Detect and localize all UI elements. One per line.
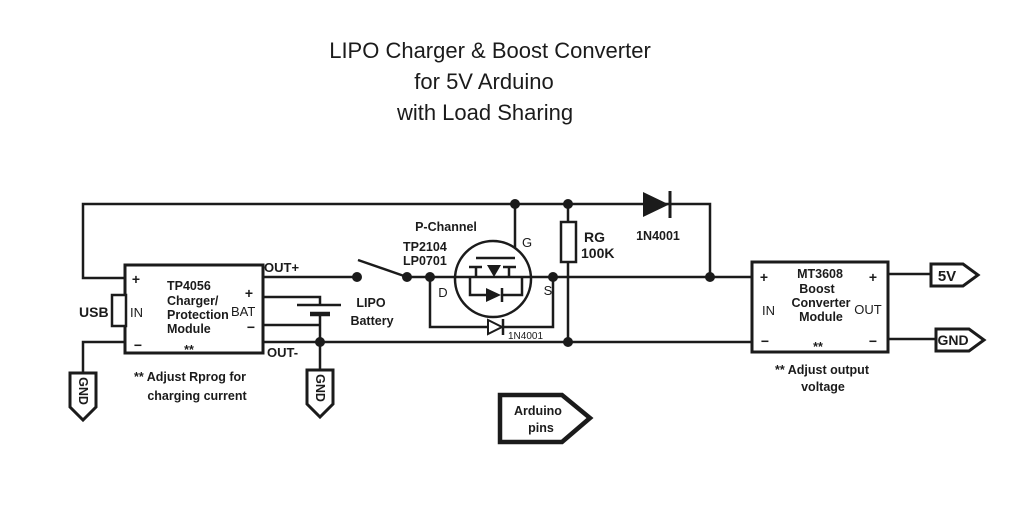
- boost-note1: ** Adjust output: [775, 363, 870, 377]
- junction-dot: [425, 272, 435, 282]
- junction-dot: [315, 337, 325, 347]
- switch-contact-left: [352, 272, 362, 282]
- boost-in-plus: +: [760, 269, 768, 285]
- battery-symbol: [297, 303, 341, 317]
- charger-in-label: IN: [130, 305, 143, 320]
- gnd-flag-right-label: GND: [937, 332, 968, 348]
- mosfet-body-diode: [486, 288, 501, 302]
- boost-desc3: Module: [799, 310, 843, 324]
- battery-label: LIPO Battery: [350, 296, 393, 328]
- charger-module: USB + IN − TP4056 Charger/ Protection Mo…: [79, 260, 299, 403]
- boost-desc1: Boost: [799, 282, 835, 296]
- boost-out-label: OUT: [854, 302, 882, 317]
- mosfet-drain-label: D: [438, 285, 447, 300]
- gnd-flag-right: [934, 327, 987, 353]
- usb-label: USB: [79, 304, 109, 320]
- boost-module: + IN − MT3608 Boost Converter Module OUT…: [750, 260, 890, 394]
- bypass-diode: [487, 318, 505, 336]
- boost-out-minus: −: [869, 333, 877, 349]
- mosfet-part1: TP2104: [403, 240, 447, 254]
- battery-name1: LIPO: [356, 296, 385, 310]
- charger-out-plus-label: OUT+: [264, 260, 299, 275]
- 5v-flag-label: 5V: [938, 268, 956, 285]
- mosfet-channel-contacts: [469, 265, 516, 277]
- passive-labels: RG 100K 1N4001: [581, 229, 680, 261]
- boost-in-minus: −: [761, 333, 769, 349]
- charger-module-box: [123, 263, 265, 355]
- charger-desc1: Charger/: [167, 294, 219, 308]
- blocking-diode: [643, 191, 672, 218]
- battery-name2: Battery: [350, 314, 393, 328]
- blocking-diode-triangle: [643, 192, 669, 217]
- ground-flags: GND GND: [68, 368, 335, 423]
- title-block: LIPO Charger & Boost Converter for 5V Ar…: [329, 38, 651, 125]
- boost-module-box: [750, 260, 890, 354]
- wire-bat-plus: [262, 295, 322, 305]
- mosfet-source-label: S: [544, 283, 553, 298]
- wire-bat-minus: [262, 314, 322, 342]
- title-line3: with Load Sharing: [396, 100, 573, 125]
- gnd-flag-battery: [305, 368, 335, 420]
- boost-desc2: Converter: [791, 296, 850, 310]
- mosfet-channel-label: P-Channel: [415, 220, 477, 234]
- boost-stars: **: [813, 340, 823, 354]
- boost-name: MT3608: [797, 267, 843, 281]
- junction-dot: [705, 272, 715, 282]
- 5v-flag: [929, 262, 981, 288]
- switch-contact-right: [402, 272, 412, 282]
- boost-out-plus: +: [869, 269, 877, 285]
- junction-dot: [548, 272, 558, 282]
- bypass-diode-label: 1N4001: [508, 331, 543, 342]
- mosfet-labels: P-Channel TP2104 LP0701 G D S 1N4001: [403, 220, 553, 342]
- resistor-name: RG: [584, 229, 605, 245]
- arduino-flag-line1: Arduino: [514, 404, 562, 418]
- gnd-flag-left-label: GND: [76, 377, 90, 405]
- junction-dot: [563, 337, 573, 347]
- wire-bypass-loop: [428, 277, 555, 329]
- charger-bat-minus: −: [247, 319, 255, 335]
- arduino-pins-flag: Arduino pins: [497, 392, 594, 445]
- resistor-body: [559, 220, 578, 264]
- charger-out-minus-label: OUT-: [267, 345, 298, 360]
- title-line2: for 5V Arduino: [414, 69, 553, 94]
- resistor-value: 100K: [581, 245, 614, 261]
- mosfet-circle: [453, 239, 533, 319]
- charger-bat-label: BAT: [231, 304, 255, 319]
- arduino-flag-shape: [497, 392, 594, 445]
- gnd-flag-battery-label: GND: [313, 374, 327, 402]
- boost-note2: voltage: [801, 380, 845, 394]
- junction-dot: [510, 199, 520, 209]
- charger-note1: ** Adjust Rprog for: [134, 370, 246, 384]
- mosfet-body-arrow: [487, 265, 501, 277]
- junction-dots: [315, 199, 715, 347]
- charger-desc2: Protection: [167, 308, 229, 322]
- charger-desc3: Module: [167, 322, 211, 336]
- switch-blade: [357, 258, 408, 279]
- bypass-diode-triangle: [487, 318, 505, 336]
- charger-stars: **: [184, 343, 194, 357]
- boost-in-label: IN: [762, 303, 775, 318]
- mosfet-gate-label: G: [522, 235, 532, 250]
- output-flags: 5V GND: [929, 262, 987, 353]
- mosfet-body-diode-loop: [468, 277, 524, 297]
- blocking-diode-label: 1N4001: [636, 229, 680, 243]
- charger-name: TP4056: [167, 279, 211, 293]
- charger-note2: charging current: [147, 389, 247, 403]
- title-line1: LIPO Charger & Boost Converter: [329, 38, 651, 63]
- gnd-flag-left: [68, 371, 98, 423]
- charger-in-plus: +: [132, 271, 140, 287]
- usb-connector: [110, 293, 128, 328]
- wire-in-minus-gnd: [81, 340, 126, 373]
- arduino-flag-line2: pins: [528, 421, 554, 435]
- mosfet-symbol: [453, 239, 533, 319]
- mosfet-part2: LP0701: [403, 254, 447, 268]
- charger-bat-plus: +: [245, 285, 253, 301]
- power-switch: [352, 258, 412, 282]
- charger-in-minus: −: [134, 337, 142, 353]
- wire-top-rail: [81, 202, 712, 280]
- junction-dot: [563, 199, 573, 209]
